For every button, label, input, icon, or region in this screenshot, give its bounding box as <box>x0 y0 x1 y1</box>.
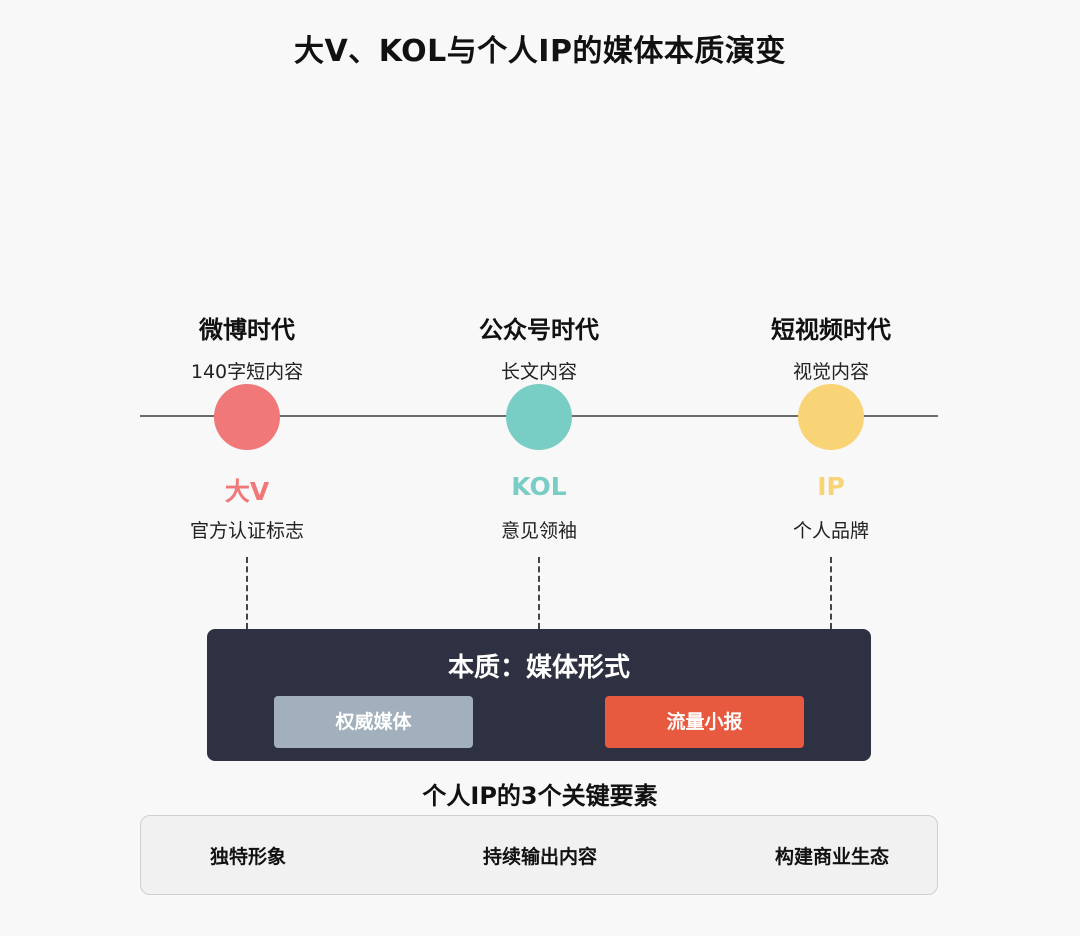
era-name: 公众号时代 <box>479 316 599 344</box>
era-weibo: 微博时代 140字短内容 大V 官方认证标志 <box>97 0 397 560</box>
role-desc: 官方认证标志 <box>189 520 304 542</box>
era-wechat: 公众号时代 长文内容 KOL 意见领袖 <box>389 0 689 560</box>
role-desc: 个人品牌 <box>792 520 869 542</box>
dash-shortvideo <box>830 557 832 629</box>
essence-title: 本质：媒体形式 <box>447 653 630 683</box>
essence-box: 本质：媒体形式 权威媒体 流量小报 <box>207 629 871 761</box>
key-element-content: 持续输出内容 <box>482 846 597 868</box>
key-elements-box: 独特形象 持续输出内容 构建商业生态 <box>140 815 938 895</box>
era-desc: 140字短内容 <box>190 361 304 383</box>
page-title: 大V、KOL与个人IP的媒体本质演变 <box>294 34 786 69</box>
role-label: 大V <box>224 477 270 506</box>
key-element-image: 独特形象 <box>209 846 286 868</box>
era-desc: 长文内容 <box>500 361 577 383</box>
authority-media-pill: 权威媒体 <box>274 696 473 748</box>
key-element-ecosystem: 构建商业生态 <box>774 846 889 868</box>
dash-weibo <box>246 557 248 629</box>
key-elements-title: 个人IP的3个关键要素 <box>422 782 658 810</box>
node-wechat <box>506 384 572 450</box>
era-name: 短视频时代 <box>771 316 891 344</box>
era-name: 微博时代 <box>199 316 295 344</box>
role-label: KOL <box>511 472 567 501</box>
node-weibo <box>214 384 280 450</box>
traffic-tabloid-pill: 流量小报 <box>605 696 804 748</box>
role-label: IP <box>817 472 845 501</box>
role-desc: 意见领袖 <box>500 520 577 542</box>
dash-wechat <box>538 557 540 629</box>
era-shortvideo: 短视频时代 视觉内容 IP 个人品牌 <box>681 0 981 560</box>
node-shortvideo <box>798 384 864 450</box>
era-desc: 视觉内容 <box>792 361 869 383</box>
